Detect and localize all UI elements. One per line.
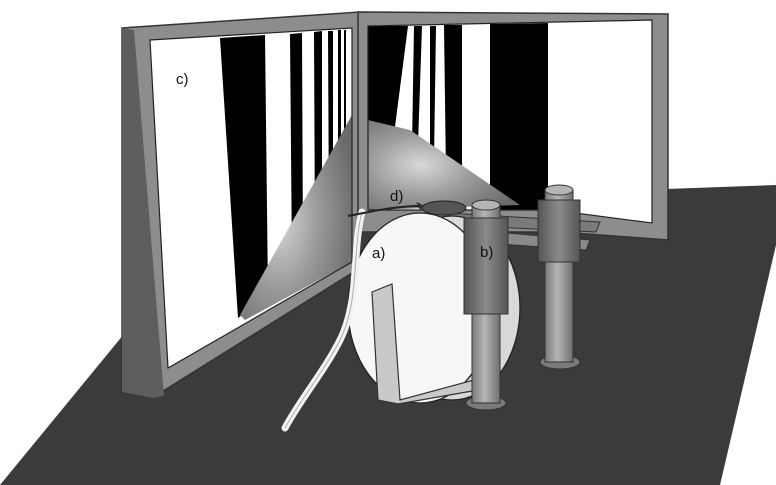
label-b: b) (480, 244, 493, 261)
label-d: d) (390, 188, 403, 205)
label-a: a) (372, 245, 385, 262)
label-c: c) (176, 71, 189, 88)
right-monitor-screen (360, 18, 660, 228)
stripe (490, 23, 548, 210)
